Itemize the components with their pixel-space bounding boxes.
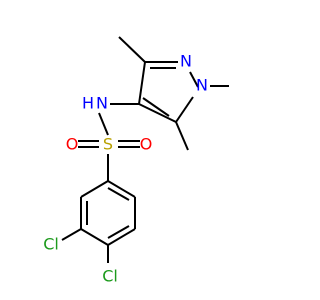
bond-benzene-4	[107, 228, 136, 246]
atom-cl-right: Cl	[102, 267, 118, 286]
atom-nh: N	[96, 94, 108, 113]
bond-c-cl-left	[61, 228, 82, 241]
atom-h: H	[82, 94, 94, 113]
bond-c5-c4	[138, 103, 177, 123]
bond-benzene-6-inner	[107, 187, 130, 201]
atom-cl-left: Cl	[43, 235, 59, 254]
atom-o-left: O	[66, 135, 79, 154]
bond-methyl-c3	[118, 36, 146, 63]
bond-benzene-6	[107, 180, 136, 198]
bond-n2-n1	[189, 71, 199, 88]
bond-benzene-3	[80, 228, 109, 246]
atom-s: S	[103, 135, 113, 154]
atom-n-pyrazole-2: N	[180, 52, 192, 71]
bond-c5-c4-inner	[142, 97, 170, 117]
bond-benzene-4-inner	[107, 225, 130, 239]
bond-c5-methyl	[175, 121, 189, 151]
atom-o-right: O	[140, 135, 153, 154]
bond-benzene-1	[80, 180, 109, 198]
bond-nh-s	[98, 112, 109, 136]
bond-c4-c3	[138, 61, 146, 105]
bond-n1-c5	[175, 96, 194, 123]
chemical-structure: N N H N S O O Cl Cl	[43, 36, 229, 286]
atom-n-pyrazole-1: N	[196, 76, 208, 95]
